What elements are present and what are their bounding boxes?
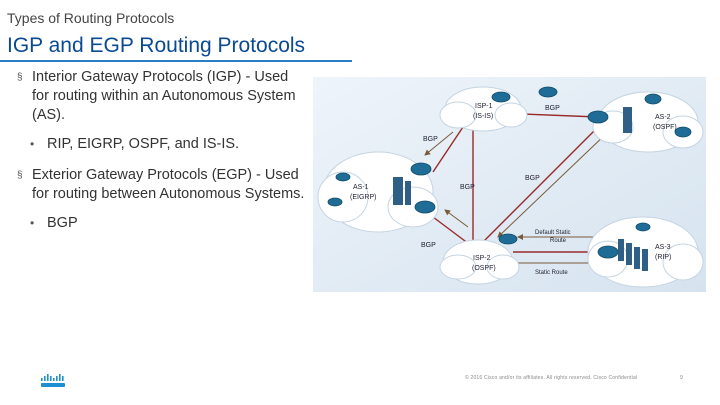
bgp-label: BGP — [525, 175, 540, 182]
router-icon — [498, 233, 518, 245]
sub-bullet-igp: • RIP, EIGRP, OSPF, and IS-IS. — [17, 135, 307, 154]
router-icon — [335, 172, 351, 182]
bullet-egp: § Exterior Gateway Protocols (EGP) - Use… — [17, 166, 307, 204]
sub-bullet-marker: • — [30, 216, 35, 230]
sub-bullet-igp-text: RIP, EIGRP, OSPF, and IS-IS. — [47, 136, 240, 152]
server-icon — [642, 249, 648, 271]
router-icon — [410, 162, 432, 176]
bgp-label: BGP — [460, 184, 475, 191]
isp2-name: ISP-2 — [473, 255, 491, 262]
footer-copyright: © 2016 Cisco and/or its affiliates. All … — [465, 375, 638, 381]
sub-bullet-egp: • BGP — [17, 214, 307, 233]
sub-bullet-egp-text: BGP — [47, 215, 78, 231]
router-icon — [674, 126, 692, 138]
server-icon — [393, 177, 403, 205]
cisco-logo-icon — [41, 374, 65, 387]
static-route-label: Static Route — [535, 270, 568, 276]
sub-bullet-marker: • — [30, 137, 35, 151]
router-icon — [538, 86, 558, 98]
server-icon — [634, 247, 640, 269]
bullet-marker: § — [17, 72, 23, 83]
default-static-route-line1: Default Static — [535, 230, 571, 236]
bgp-label: BGP — [423, 136, 438, 143]
diagram-labels: ISP-1 (IS-IS) AS-2 (OSPF) AS-1 (EIGRP) I… — [350, 103, 677, 276]
bullet-igp: § Interior Gateway Protocols (IGP) - Use… — [17, 68, 307, 125]
isp1-name: ISP-1 — [475, 103, 493, 110]
servers — [393, 107, 648, 271]
router-icon — [491, 91, 511, 103]
isp1-protocol: (IS-IS) — [473, 113, 493, 120]
cloud-as1 — [317, 151, 439, 233]
bullet-list: § Interior Gateway Protocols (IGP) - Use… — [17, 68, 307, 233]
bullet-egp-text: Exterior Gateway Protocols (EGP) - Used … — [32, 167, 305, 202]
title-rule — [0, 60, 352, 62]
default-static-route-line2: Route — [550, 238, 567, 244]
network-diagram: ISP-1 (IS-IS) AS-2 (OSPF) AS-1 (EIGRP) I… — [313, 77, 706, 292]
cloud-isp2 — [439, 239, 520, 285]
page-number: 9 — [680, 375, 683, 381]
routers — [327, 86, 692, 259]
router-icon — [327, 197, 343, 207]
section-label: Types of Routing Protocols — [7, 10, 175, 26]
slide-title: IGP and EGP Routing Protocols — [7, 34, 306, 57]
as3-protocol: (RIP) — [655, 254, 671, 261]
as3-name: AS-3 — [655, 244, 671, 251]
as1-protocol: (EIGRP) — [350, 194, 376, 201]
server-icon — [623, 107, 632, 133]
bgp-label: BGP — [545, 105, 560, 112]
as1-name: AS-1 — [353, 184, 369, 191]
router-icon — [644, 93, 662, 105]
bullet-igp-text: Interior Gateway Protocols (IGP) - Used … — [32, 69, 296, 123]
network-diagram-svg: ISP-1 (IS-IS) AS-2 (OSPF) AS-1 (EIGRP) I… — [313, 77, 706, 292]
bgp-label: BGP — [421, 242, 436, 249]
router-icon — [414, 200, 436, 214]
router-icon — [587, 110, 609, 124]
isp2-protocol: (OSPF) — [472, 265, 496, 272]
router-icon — [635, 222, 651, 232]
bullet-marker: § — [17, 170, 23, 181]
as2-protocol: (OSPF) — [653, 124, 677, 131]
as2-name: AS-2 — [655, 114, 671, 121]
router-icon — [597, 245, 619, 259]
server-icon — [626, 243, 632, 265]
server-icon — [405, 181, 411, 205]
server-icon — [618, 239, 624, 261]
